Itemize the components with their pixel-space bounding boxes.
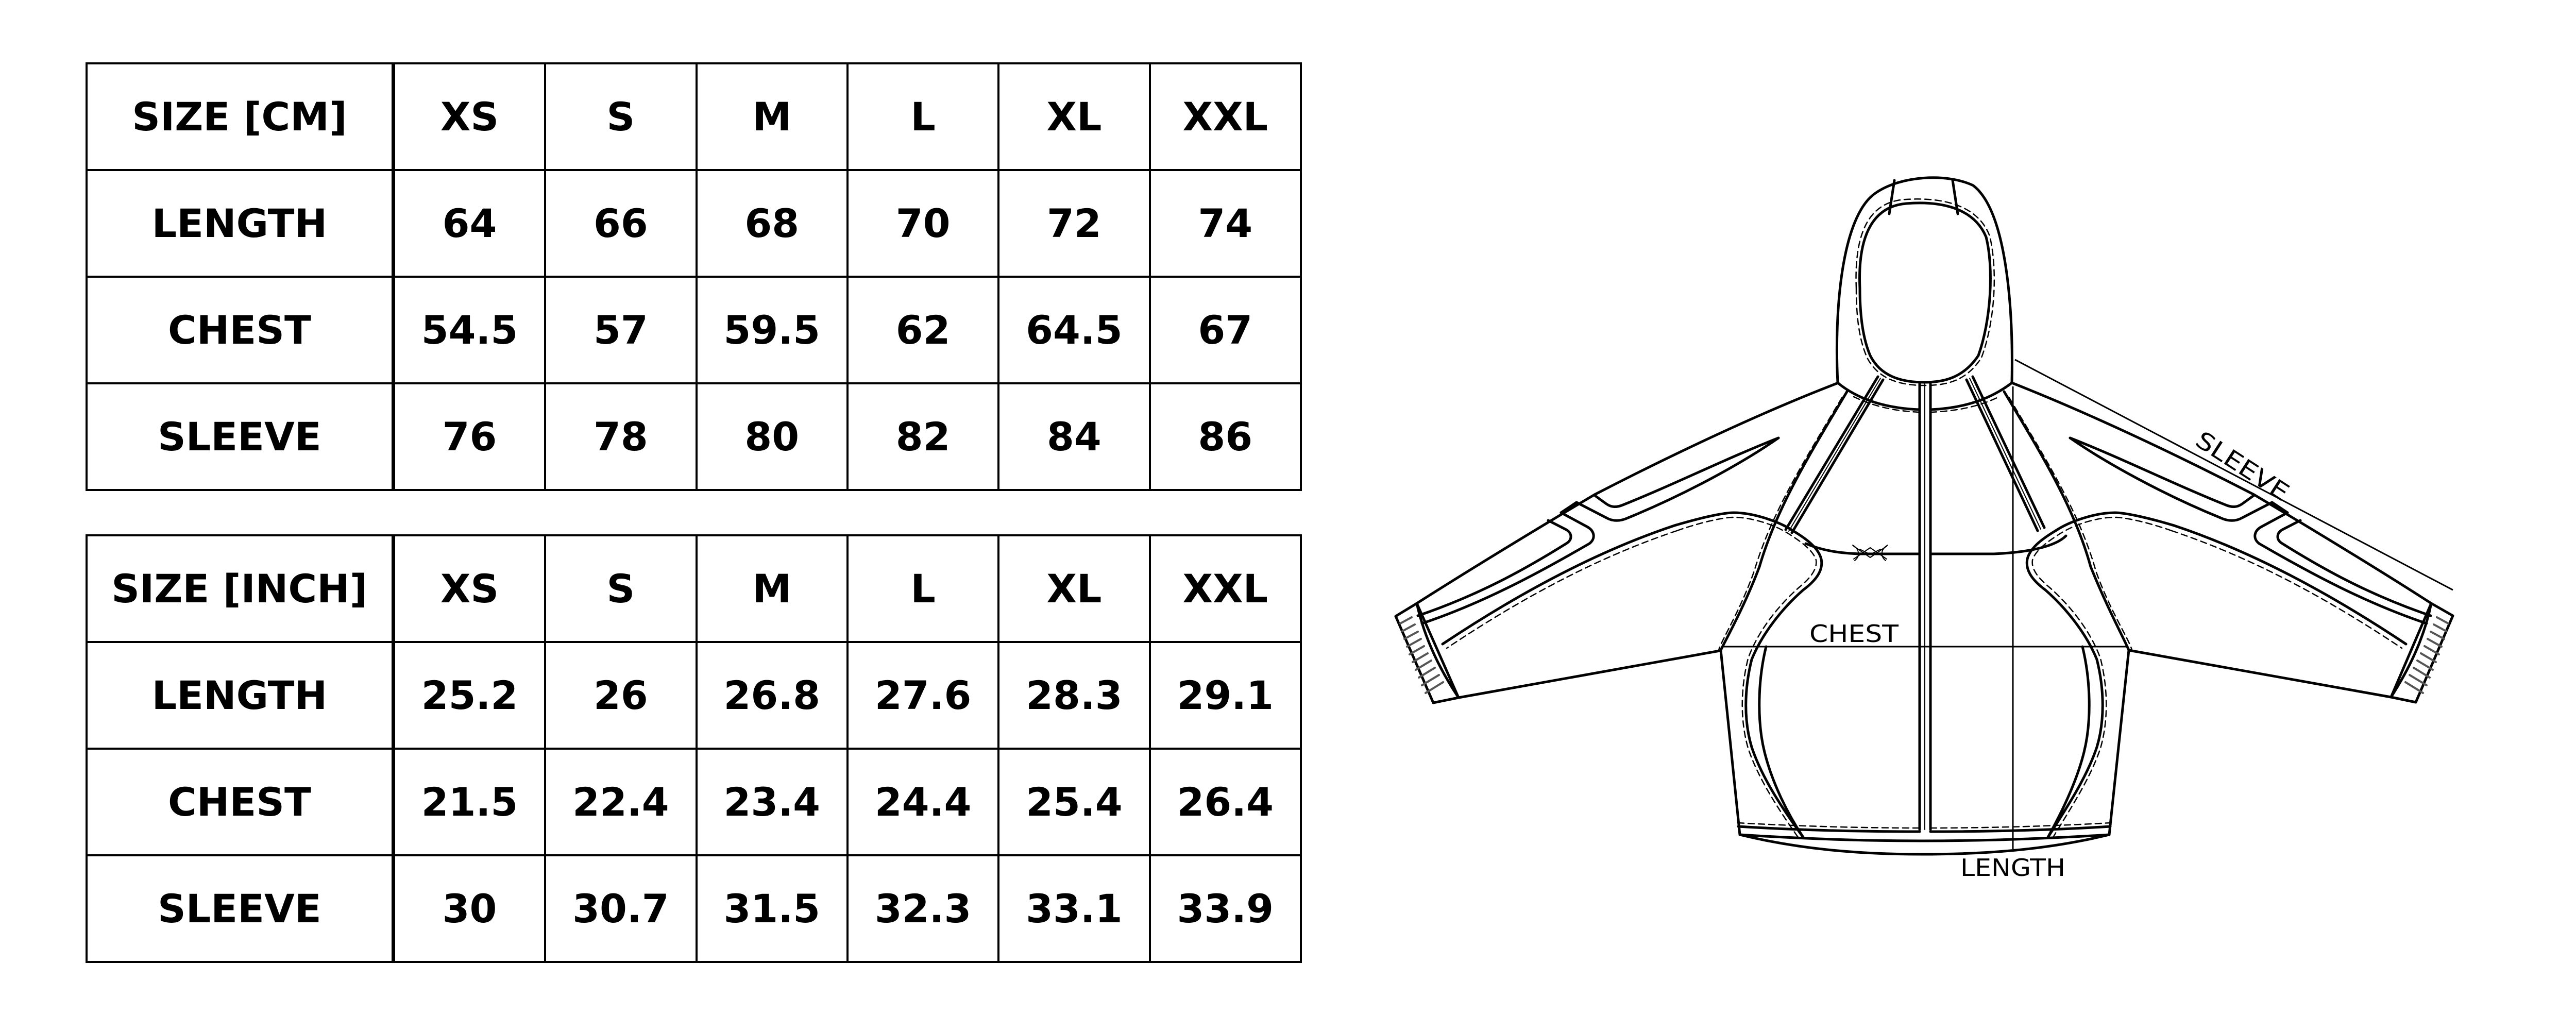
size-column-header: XXL [1148,62,1302,171]
table-cell: 33.9 [1148,854,1302,963]
body-outline [1719,649,2130,856]
chest-logo-emblem-icon [1852,545,1888,561]
row-label: CHEST [85,276,395,384]
table-cell: 26.8 [695,641,849,750]
table-cell: 64 [392,169,547,278]
left-cuff-ribbing [1399,616,1444,694]
size-column-header: M [695,534,849,643]
table-cell: 54.5 [392,276,547,384]
table-cell: 31.5 [695,854,849,963]
table-header-row: SIZE [INCH] XS S M L XL XXL [85,534,1302,643]
table-cell: 66 [544,169,698,278]
right-raglan-seam [2003,390,2133,652]
table-cell: 80 [695,382,849,491]
length-label: LENGTH [1960,854,2065,882]
row-label: SLEEVE [85,854,395,963]
measurement-lines [1722,359,2453,849]
row-label: SLEEVE [85,382,395,491]
table-row: SLEEVE 30 30.7 31.5 32.3 33.1 33.9 [85,854,1302,963]
table-cell: 84 [997,382,1151,491]
table-cell: 70 [846,169,1000,278]
table-cell: 25.4 [997,748,1151,856]
left-side-panel [1673,511,1823,839]
right-cuff-ribbing [2404,616,2449,694]
table-cell: 27.6 [846,641,1000,750]
table-cell: 33.1 [997,854,1151,963]
yoke-seam [1804,534,2067,555]
left-raglan-seam [1718,390,1849,652]
table-cell: 64.5 [997,276,1151,384]
table-cell: 21.5 [392,748,547,856]
table-cell: 30.7 [544,854,698,963]
table-cell: 78 [544,382,698,491]
table-header-label: SIZE [CM] [85,62,395,171]
size-column-header: XL [997,534,1151,643]
size-column-header: XL [997,62,1151,171]
table-cell: 72 [997,169,1151,278]
row-label: LENGTH [85,641,395,750]
table-cell: 22.4 [544,748,698,856]
size-column-header: XS [392,62,547,171]
table-row: CHEST 54.5 57 59.5 62 64.5 67 [85,276,1302,384]
sleeve-label: SLEEVE [2191,426,2294,506]
right-side-panel [2025,511,2176,839]
table-row: LENGTH 64 66 68 70 72 74 [85,169,1302,278]
size-table-inch: SIZE [INCH] XS S M L XL XXL LENGTH 25.2 … [85,534,1302,963]
table-cell: 68 [695,169,849,278]
table-cell: 23.4 [695,748,849,856]
table-cell: 25.2 [392,641,547,750]
size-column-header: XS [392,534,547,643]
table-cell: 76 [392,382,547,491]
row-label: CHEST [85,748,395,856]
drawcords [1784,375,2046,534]
left-sleeve [1394,381,1840,704]
table-cell: 29.1 [1148,641,1302,750]
table-cell: 86 [1148,382,1302,491]
sleeve-measure-line [2014,359,2453,591]
hood [1835,176,2013,386]
size-column-header: XXL [1148,534,1302,643]
size-column-header: S [544,62,698,171]
size-column-header: S [544,534,698,643]
chest-label: CHEST [1809,620,1899,648]
table-cell: 24.4 [846,748,1000,856]
table-cell: 57 [544,276,698,384]
table-cell: 26 [544,641,698,750]
table-cell: 28.3 [997,641,1151,750]
table-cell: 62 [846,276,1000,384]
right-sleeve [2010,381,2454,704]
row-label: LENGTH [85,169,395,278]
table-row: SLEEVE 76 78 80 82 84 86 [85,382,1302,491]
table-cell: 30 [392,854,547,963]
table-cell: 32.3 [846,854,1000,963]
size-column-header: M [695,62,849,171]
table-cell: 67 [1148,276,1302,384]
zipper [1918,382,1932,831]
table-header-label: SIZE [INCH] [85,534,395,643]
size-table-cm: SIZE [CM] XS S M L XL XXL LENGTH 64 66 6… [85,62,1302,491]
table-cell: 82 [846,382,1000,491]
table-row: LENGTH 25.2 26 26.8 27.6 28.3 29.1 [85,641,1302,750]
table-cell: 59.5 [695,276,849,384]
size-column-header: L [846,534,1000,643]
table-header-row: SIZE [CM] XS S M L XL XXL [85,62,1302,171]
table-row: CHEST 21.5 22.4 23.4 24.4 25.4 26.4 [85,748,1302,856]
collar [1836,381,2013,413]
table-cell: 26.4 [1148,748,1302,856]
table-cell: 74 [1148,169,1302,278]
size-column-header: L [846,62,1000,171]
